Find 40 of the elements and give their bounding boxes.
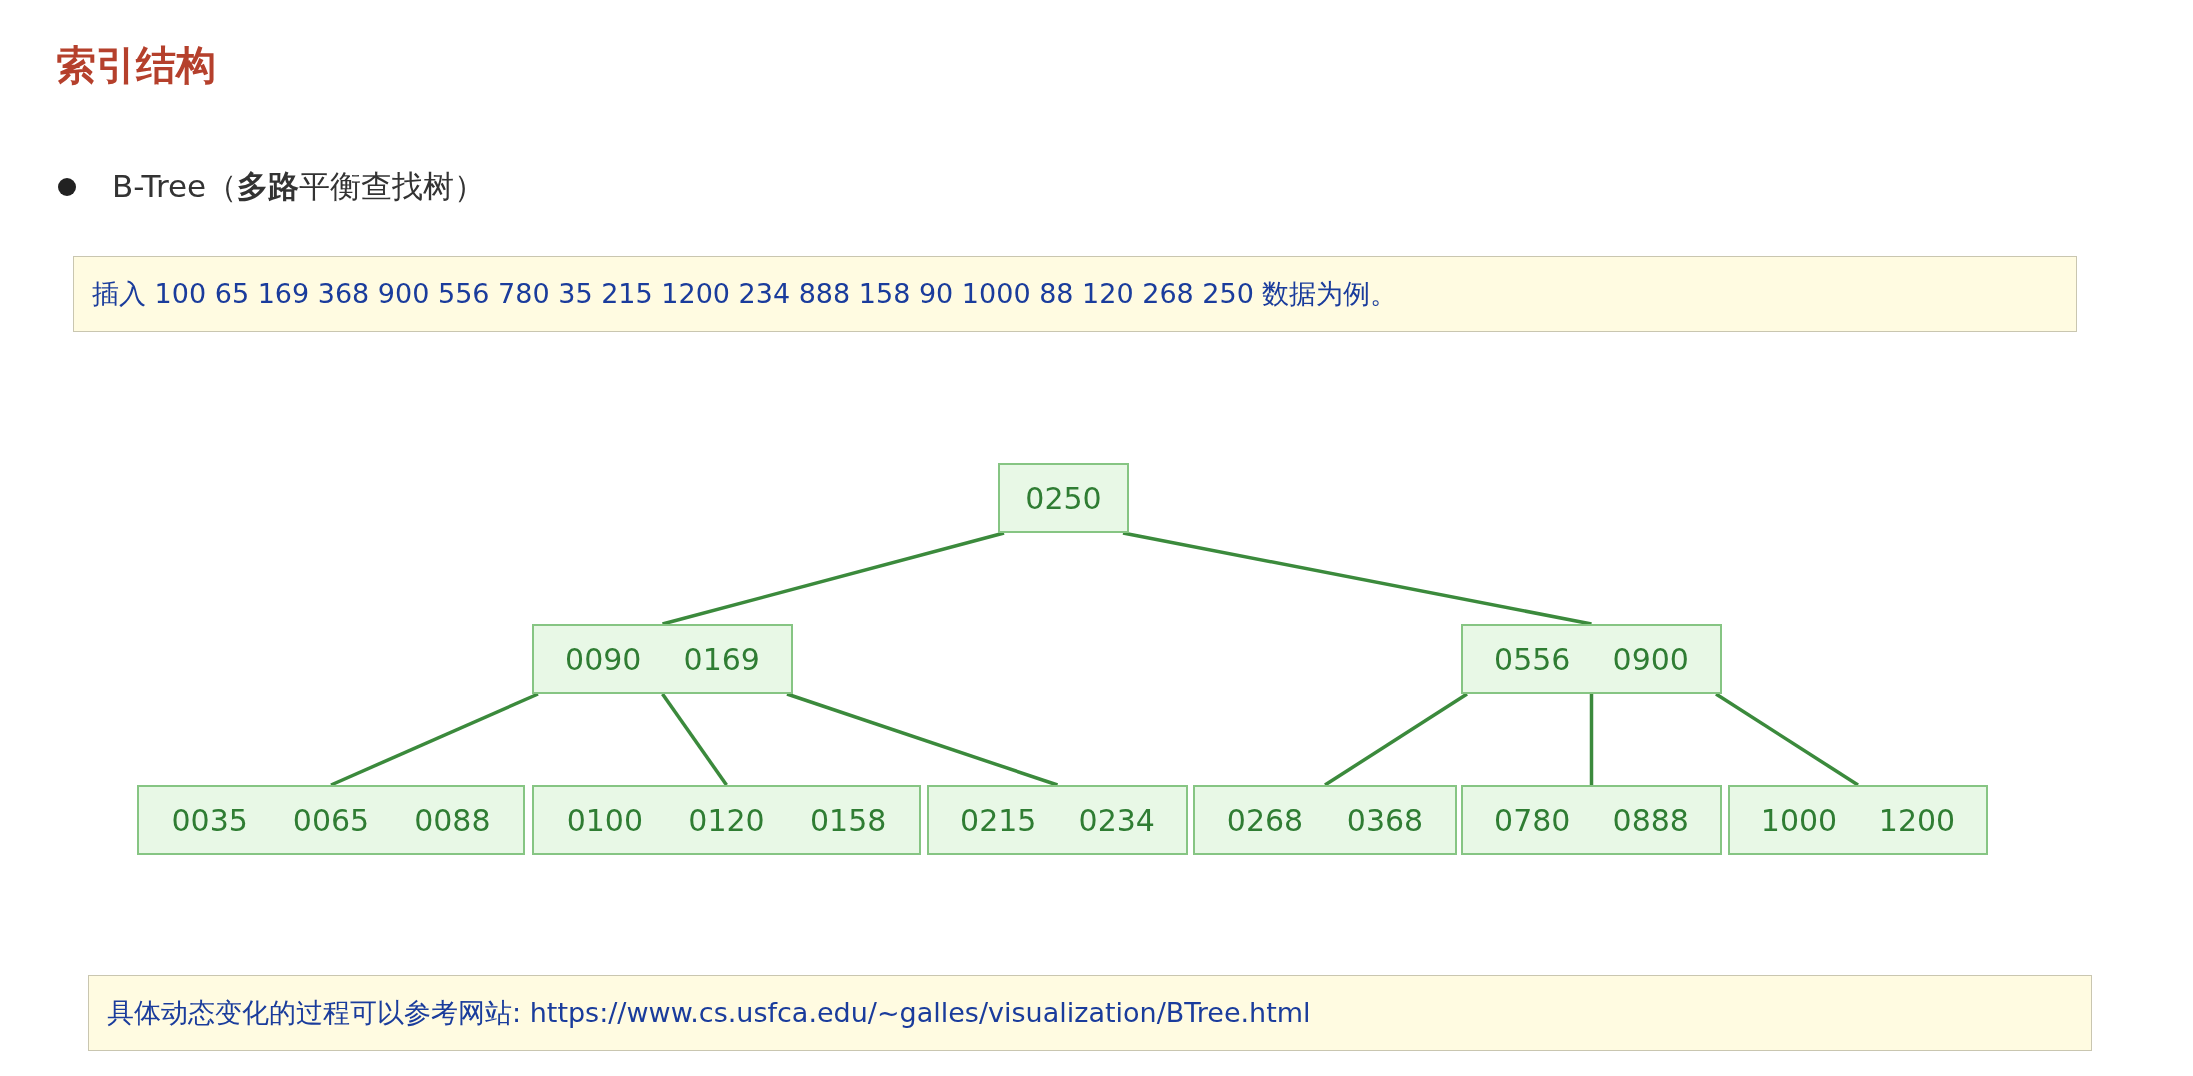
key-value: 0556 [1494,641,1571,677]
tree-link [1324,692,1468,787]
key-value: 0780 [1494,802,1571,838]
btree-node [137,785,525,855]
btree-node [532,785,921,855]
tree-link [1715,692,1859,787]
key-value: 1200 [1878,802,1956,838]
key-value: 0888 [1612,802,1689,838]
key-value: 0065 [292,802,370,838]
bullet-text: B-Tree（多路平衡查找树） [112,167,486,206]
tree-link [1122,531,1592,626]
tree-link [330,692,539,787]
key-value: 0120 [688,802,765,838]
btree-node [1193,785,1457,855]
tree-link [661,693,728,786]
btree-node [1461,785,1722,855]
key-value: 1000 [1760,802,1838,838]
key-value: 0250 [1025,480,1102,516]
key-value: 0368 [1346,802,1424,838]
note-banner: 插入 100 65 169 368 900 556 780 35 215 1200 234 888 158 90 1000 88 120 268 250 数据为例。 [73,256,2077,332]
key-value: 0900 [1612,641,1689,677]
tree-link [786,692,1059,787]
btree-node [927,785,1188,855]
key-value: 0268 [1226,802,1304,838]
tree-link [662,531,1005,626]
key-value: 0169 [683,641,760,677]
key-value: 0158 [809,802,887,838]
tree-link [1589,694,1594,785]
btree-node [532,624,793,694]
key-value: 0100 [566,802,643,838]
page-title: 索引结构 [56,41,216,90]
key-value: 0234 [1078,802,1155,838]
btree-node [1461,624,1722,694]
note-banner: 具体动态变化的过程可以参考网站: https://www.cs.usfca.edu/~galles/visualization/BTree.html [88,975,2092,1051]
key-value: 0215 [960,802,1037,838]
btree-node [1728,785,1988,855]
key-value: 0035 [171,802,248,838]
key-value: 0090 [565,641,642,677]
key-value: 0088 [414,802,491,838]
btree-node [998,463,1129,533]
